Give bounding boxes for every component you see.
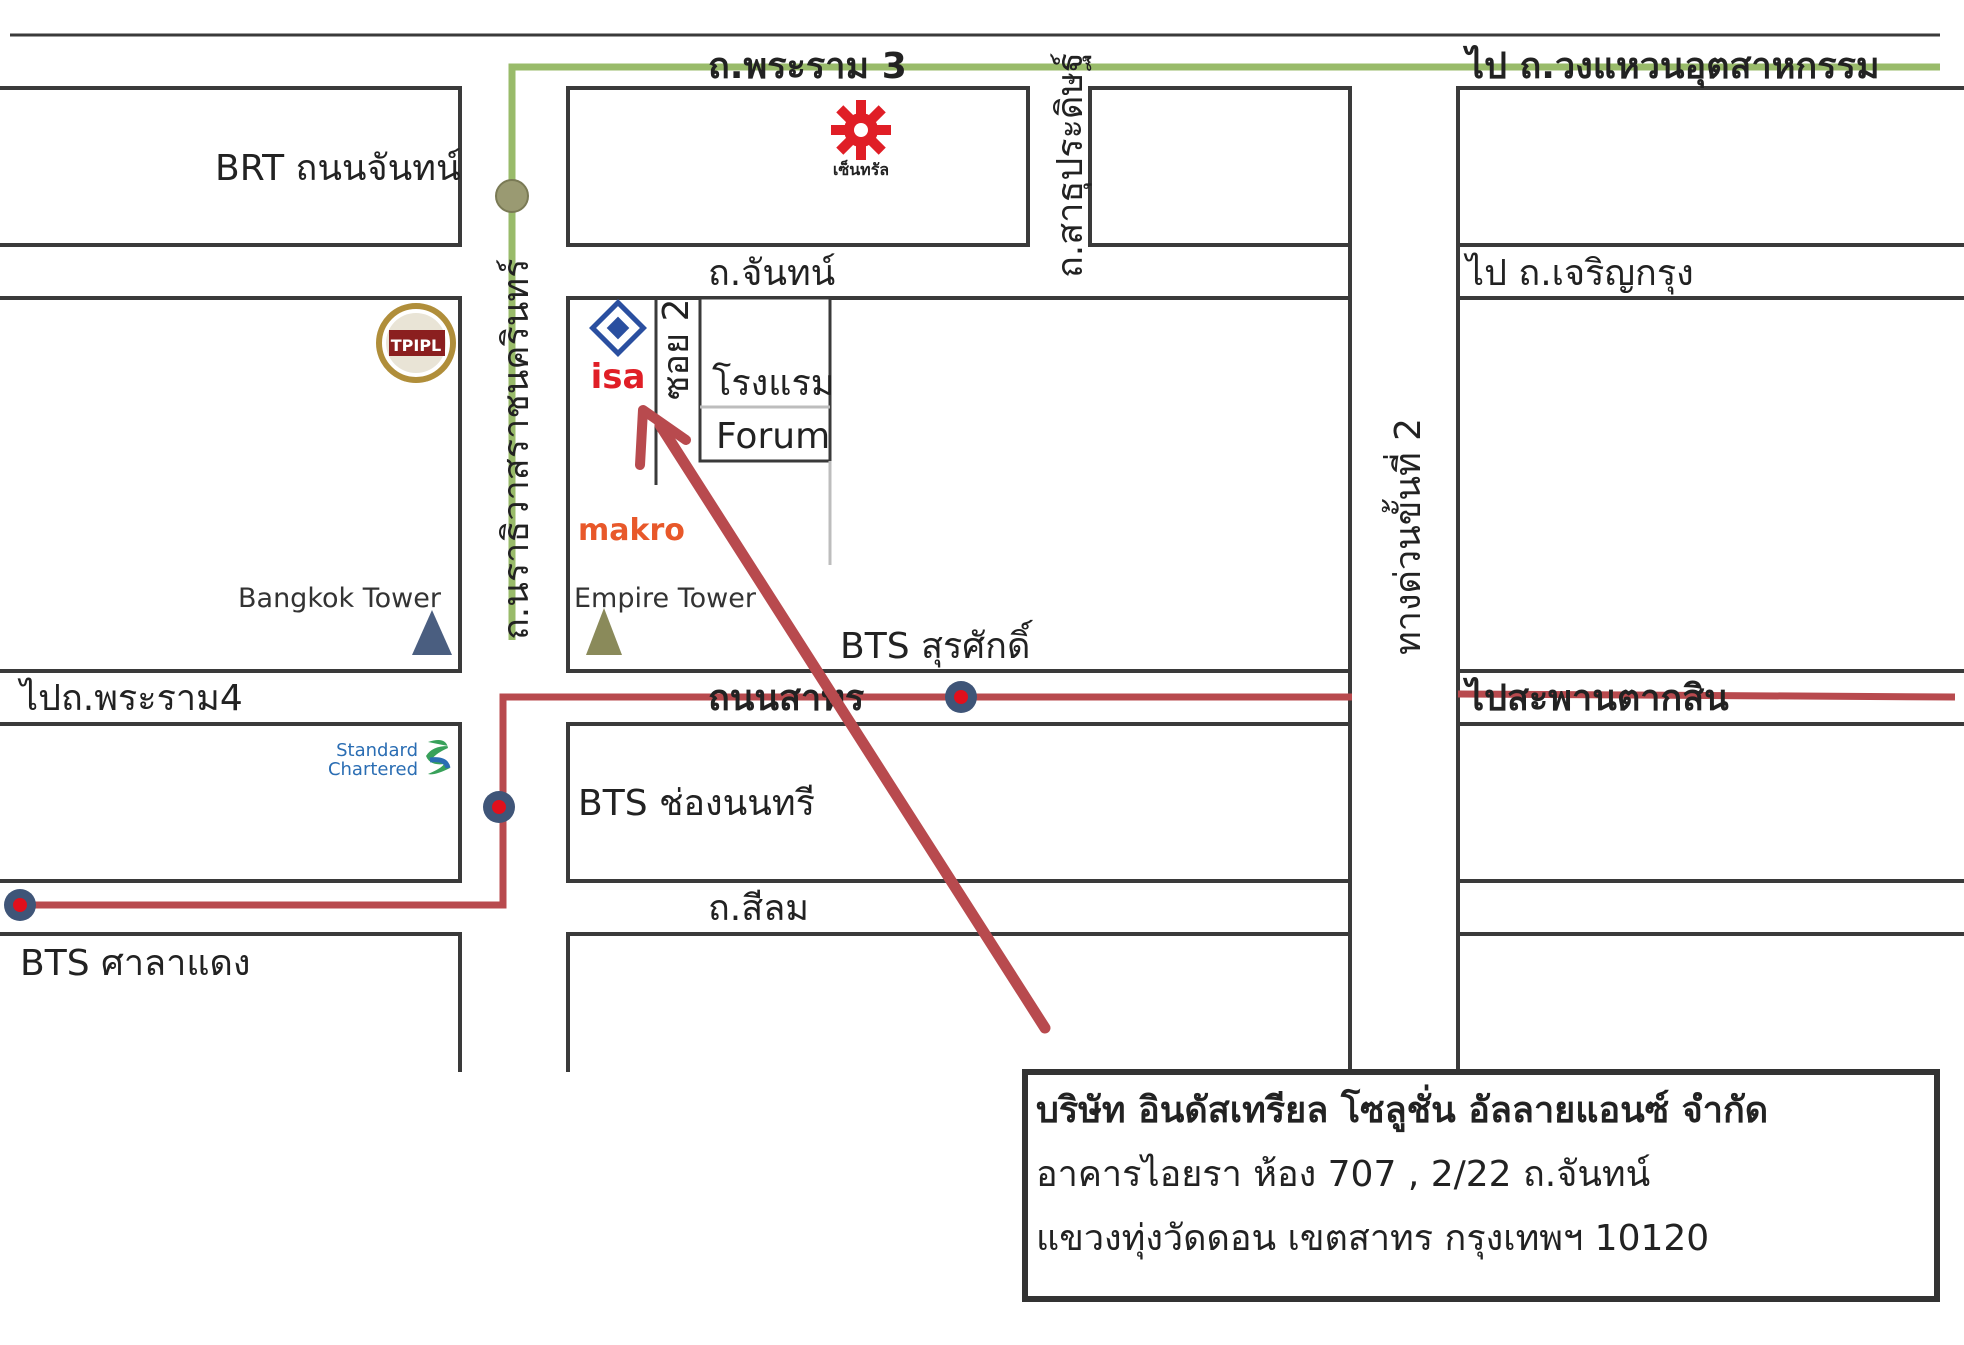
station-brt-chan: BRT ถนนจันทน์ [215, 148, 461, 189]
road-to-charoenkrung: ไป ถ.เจริญกรุง [1463, 252, 1694, 295]
bts-surasak-station-icon [945, 681, 977, 713]
standard-chartered-label-2: Chartered [328, 759, 418, 780]
address-line-1: อาคารไอยรา ห้อง 707 , 2/22 ถ.จันทน์ [1036, 1153, 1650, 1195]
tpipl-logo-icon: TPIPL [376, 303, 456, 383]
bts-sala-daeng-station-icon [4, 889, 36, 921]
block-standard-chartered [0, 722, 462, 883]
brt-chan-station-icon [495, 179, 529, 213]
road-chan: ถ.จันทน์ [708, 253, 835, 294]
direction-arrow-icon [635, 405, 1051, 1034]
isa-logo-text: isa [591, 357, 646, 397]
road-rama3: ถ.พระราม 3 [708, 46, 907, 87]
road-narathiwat: ถ.นราธิวาสราชนครินทร์ [496, 259, 537, 640]
isa-logo-icon: isa [589, 299, 647, 397]
station-bts-chong-nonsi: BTS ช่องนนทรี [578, 783, 815, 824]
road-to-rama4: ไปถ.พระราม4 [17, 677, 243, 719]
empire-tower-label: Empire Tower [574, 583, 757, 614]
block-sathu [1088, 86, 1352, 247]
road-sathu-pradit: ถ.สาธุประดิษฐ์ [1050, 52, 1092, 278]
station-bts-surasak: BTS สุรศักดิ์ [840, 619, 1033, 668]
standard-chartered-icon [426, 740, 451, 775]
hotel-label: โรงแรม [712, 362, 835, 404]
central-logo-text: เซ็นทรัล [833, 158, 889, 179]
block-brt [0, 86, 462, 247]
station-bts-sala-daeng: BTS ศาลาแดง [20, 943, 250, 984]
makro-logo: makro [578, 513, 685, 548]
bts-line-east [1457, 690, 1956, 701]
bangkok-tower-icon [412, 610, 452, 655]
tpipl-logo-text: TPIPL [391, 336, 442, 355]
bangkok-tower-label: Bangkok Tower [238, 583, 442, 614]
brt-line [508, 63, 1940, 640]
block-east-2 [1456, 722, 1964, 883]
block-central [566, 86, 1030, 247]
road-silom: ถ.สีลม [708, 888, 809, 929]
road-expressway2: ทางด่วนขั้นที่ 2 [1381, 418, 1429, 655]
road-to-taksin-bridge: ไปสะพานตากสิน [1462, 676, 1729, 719]
hotel-forum-box [698, 296, 832, 463]
forum-label: Forum [716, 416, 830, 457]
road-to-ring-industry: ไป ถ.วงแหวนอุตสาหกรรม [1462, 44, 1880, 89]
block-chong-nonsi [566, 722, 1352, 883]
address-box [1022, 1069, 1940, 1302]
bts-chong-nonsi-station-icon [483, 791, 515, 823]
block-ne [1456, 86, 1964, 247]
company-name: บริษัท อินดัสเทรียล โซลูชั่น อัลลายแอนซ์… [1036, 1084, 1768, 1133]
standard-chartered-label-1: Standard [336, 740, 418, 761]
empire-tower-icon [586, 608, 622, 655]
expressway-gap [1352, 40, 1456, 1140]
road-soi2: ซอย 2 [656, 299, 697, 401]
block-east [1456, 296, 1964, 673]
address-line-2: แขวงทุ่งวัดดอน เขตสาทร กรุงเทพฯ 10120 [1036, 1218, 1709, 1260]
central-logo-icon [831, 100, 891, 160]
